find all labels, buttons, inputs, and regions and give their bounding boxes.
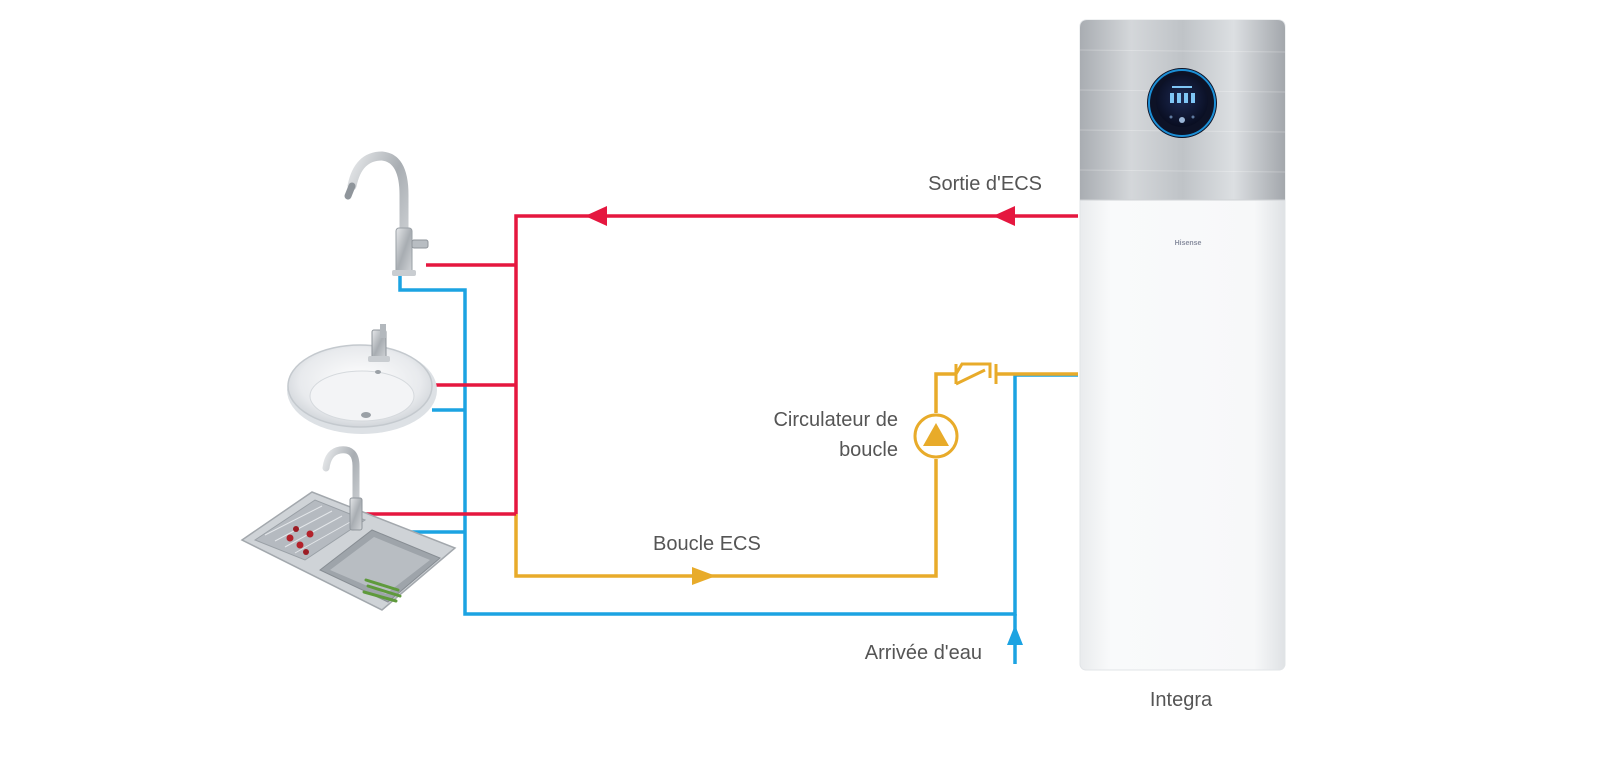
circulator-label-line2: boucle (839, 439, 898, 461)
hot-flow-arrow-right (993, 206, 1015, 226)
heat-pump-water-heater-icon: Hisense (1079, 19, 1286, 671)
kitchen-faucet-icon (344, 151, 429, 276)
hot-outlet-label: Sortie d'ECS (928, 173, 1042, 195)
control-display (1156, 75, 1208, 127)
loop-pipes (514, 372, 1078, 578)
hot-water-pipes (360, 214, 1078, 516)
cold-inlet-arrow (1007, 625, 1023, 645)
cold-water-pipes (360, 270, 1078, 664)
loop-label: Boucle ECS (653, 533, 761, 555)
double-sink-icon (240, 446, 457, 611)
circulator-pump-icon (913, 413, 959, 459)
hot-main-pipe (514, 214, 1078, 514)
cold-main-pipe (398, 270, 1078, 616)
unit-brand-logo: Hisense (1175, 240, 1202, 247)
hot-flow-arrow-left (585, 206, 607, 226)
circulator-label-line1: Circulateur de (773, 409, 898, 431)
water-inlet-label: Arrivée d'eau (865, 642, 982, 664)
unit-name-label: Integra (1150, 689, 1213, 711)
washbasin-icon (287, 324, 437, 434)
loop-flow-arrow (692, 567, 716, 585)
loop-riser-pipe (934, 372, 956, 413)
loop-return-pipe (514, 459, 938, 578)
check-valve-icon (954, 362, 998, 386)
